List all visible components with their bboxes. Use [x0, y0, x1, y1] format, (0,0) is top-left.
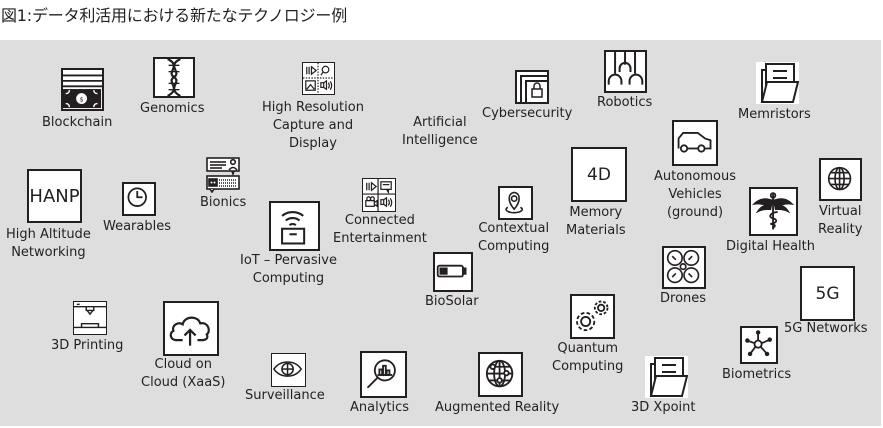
cloud-on-cloud-label: Cloud on Cloud (XaaS): [141, 356, 226, 392]
label-line: Artificial: [413, 115, 467, 130]
label-line: Materials: [566, 223, 626, 238]
label-line: Computing: [552, 359, 624, 374]
label-line: Entertainment: [333, 231, 427, 246]
gears-icon: [570, 294, 615, 339]
network-globe-icon: [478, 352, 523, 397]
media-grid-icon: [302, 62, 335, 95]
label-line: Computing: [478, 239, 550, 254]
folder-document-icon: [645, 356, 688, 398]
eye-icon: [271, 353, 306, 387]
label-line: Capture and: [272, 118, 354, 133]
hub-nodes-icon: [740, 326, 778, 364]
clock-icon: [122, 182, 156, 216]
autonomous-vehicles-label: Autonomous Vehicles (ground): [654, 168, 736, 222]
high-resolution-label: High Resolution Capture and Display: [262, 99, 364, 153]
quadcopter-icon: [662, 246, 706, 289]
cybersecurity-label: Cybersecurity: [482, 106, 573, 121]
lock-window-icon: [515, 70, 549, 104]
contextual-computing-label: Contextual Computing: [478, 220, 549, 256]
drones-label: Drones: [660, 291, 707, 306]
label-line: Contextual: [478, 221, 550, 236]
digital-health-label: Digital Health: [726, 239, 815, 254]
banknote-stack-icon: $: [61, 68, 104, 111]
media-chat-grid-icon: [362, 178, 396, 212]
blockchain-label: Blockchain: [42, 115, 113, 130]
wearables-label: Wearables: [103, 219, 172, 234]
3d-xpoint-label: 3D Xpoint: [631, 400, 696, 415]
label-line: Autonomous: [654, 169, 737, 184]
connected-entertainment-label: Connected Entertainment: [333, 212, 427, 248]
biosolar-label: BioSolar: [425, 294, 479, 309]
augmented-reality-label: Augmented Reality: [435, 400, 560, 415]
label-line: Quantum: [557, 341, 619, 356]
label-line: Memory: [569, 205, 623, 220]
label-line: IoT – Pervasive: [240, 253, 337, 268]
figure-title: 図1:データ利活用における新たなテクノロジー例: [1, 6, 348, 25]
5g-networks-label: 5G Networks: [784, 321, 868, 336]
iot-label: IoT – Pervasive Computing: [240, 252, 337, 288]
label-line: Vehicles: [668, 187, 722, 202]
label-line: Reality: [818, 222, 863, 237]
virtual-reality-label: Virtual Reality: [818, 203, 862, 239]
caduceus-icon: [749, 187, 798, 236]
5g-icon: 5G: [800, 266, 855, 321]
hanp-icon: HANP: [27, 169, 82, 223]
svg-text:$: $: [80, 96, 84, 103]
label-line: Virtual: [818, 204, 862, 219]
battery-icon: [433, 252, 473, 292]
robotics-label: Robotics: [597, 95, 653, 110]
surveillance-label: Surveillance: [245, 388, 325, 403]
memristors-label: Memristors: [738, 107, 811, 122]
label-line: High Altitude: [6, 227, 91, 242]
bionics-label: Bionics: [200, 195, 247, 210]
folder-document-icon: [756, 62, 799, 104]
4d-icon: 4D: [571, 147, 627, 202]
3d-printer-icon: [73, 301, 107, 335]
cloud-upload-icon: [163, 301, 219, 356]
3d-printing-label: 3D Printing: [51, 338, 124, 353]
globe-icon: [819, 158, 862, 201]
label-line: Networking: [11, 245, 86, 260]
dna-helix-icon: [153, 57, 195, 98]
label-line: Cloud on: [154, 357, 212, 372]
label-line: (ground): [666, 205, 724, 220]
biometrics-label: Biometrics: [722, 367, 792, 382]
location-pin-icon: [498, 186, 533, 220]
car-icon: [672, 120, 718, 166]
chat-robot-icon: [206, 157, 242, 193]
label-line: High Resolution: [262, 100, 364, 115]
magnifier-chart-icon: [360, 351, 407, 398]
high-altitude-networking-label: High Altitude Networking: [6, 226, 91, 262]
memory-materials-label: Memory Materials: [566, 204, 626, 240]
analytics-label: Analytics: [350, 400, 410, 415]
wifi-box-icon: [269, 201, 320, 251]
label-line: Cloud (XaaS): [141, 375, 226, 390]
quantum-computing-label: Quantum Computing: [552, 340, 623, 376]
artificial-intelligence-label: Artificial Intelligence: [402, 114, 478, 150]
label-line: Connected: [344, 213, 415, 228]
genomics-label: Genomics: [140, 101, 205, 116]
label-line: Computing: [252, 271, 325, 286]
label-line: Intelligence: [402, 133, 478, 148]
label-line: Display: [289, 136, 337, 151]
technology-panel: [0, 40, 881, 426]
robot-arms-icon: [604, 50, 647, 93]
